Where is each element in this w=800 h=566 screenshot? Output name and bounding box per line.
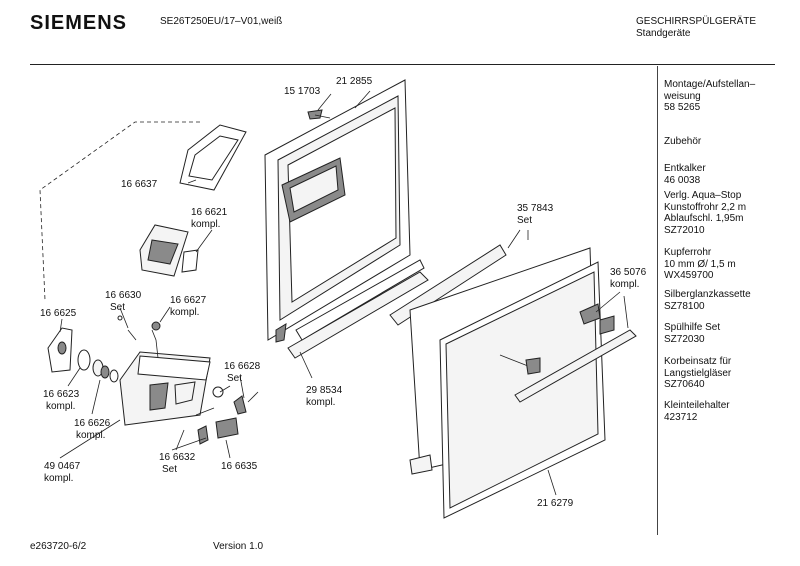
accessory-line: 58 5265 (664, 102, 701, 113)
part-label-212855: 21 2855 (336, 76, 373, 87)
bottom-seal-strip-part (275, 259, 429, 359)
spring-set-part (117, 315, 259, 445)
accessory-line: Kleinteilehalter (664, 400, 730, 411)
accessory-line: weisung (664, 90, 701, 102)
part-label-166635: 16 6635 (221, 461, 258, 472)
accessory-line: Kunstoffrohr 2,2 m (664, 201, 747, 213)
accessory-line: Ablaufschl. 1,95m (664, 213, 744, 224)
accessory-line: Entkalker (664, 163, 706, 174)
part-label-166627-kompl: kompl. (170, 307, 199, 318)
accessory-entry-heading: Zubehör (664, 136, 794, 148)
part-label-151703: 15 1703 (284, 86, 321, 97)
accessory-entry-rinse-aid: Spülhilfe Set SZ72030 (664, 322, 794, 345)
part-label-166630: 16 6630 (105, 290, 142, 301)
part-label-166626: 16 6626 (74, 418, 111, 429)
accessory-line: Montage/Aufstellan– (664, 79, 756, 90)
part-label-166623-kompl: kompl. (46, 401, 75, 412)
accessory-entry-copper-pipe: Kupferrohr 10 mm Ø/ 1,5 m WX459700 (664, 247, 794, 282)
accessory-line: Kupferrohr (664, 247, 712, 258)
outer-door-part (439, 261, 606, 519)
document-code: e263720-6/2 (30, 541, 87, 552)
accessory-line: Zubehör (664, 136, 702, 147)
door-handle-part (499, 303, 637, 403)
accessory-line: 46 0038 (664, 174, 701, 186)
accessory-entry-aquastop: Verlg. Aqua–Stop Kunstoffrohr 2,2 m Abla… (664, 190, 794, 236)
part-label-166623: 16 6623 (43, 389, 80, 400)
accessory-entry-descaler: Entkalker 46 0038 (664, 163, 794, 186)
accessory-line: Langstielgläser (664, 367, 732, 379)
part-label-166632: 16 6632 (159, 452, 196, 463)
accessory-line: SZ78100 (664, 300, 705, 312)
leader-lines (59, 90, 629, 496)
part-label-166628-set: Set (227, 373, 242, 384)
gasket-frame-part (179, 124, 247, 191)
accessory-line: SZ72030 (664, 333, 705, 345)
part-label-357843: 35 7843 (517, 203, 554, 214)
accessory-line: Korbeinsatz für (664, 356, 732, 367)
accessory-entry-manual: Montage/Aufstellan– weisung 58 5265 (664, 79, 794, 114)
part-label-166621: 16 6621 (191, 207, 228, 218)
category-subtitle: Standgeräte (636, 28, 691, 39)
accessory-line: 423712 (664, 411, 698, 423)
part-label-166621-kompl: kompl. (191, 219, 220, 230)
part-label-166625: 16 6625 (40, 308, 77, 319)
part-label-298534-kompl: kompl. (306, 397, 335, 408)
accessory-line: Verlg. Aqua–Stop (664, 190, 742, 201)
seal-ring-part (77, 349, 119, 383)
part-label-166627: 16 6627 (170, 295, 207, 306)
model-number: SE26T250EU/17–V01,weiß (160, 16, 283, 27)
brand-logo: SIEMENS (30, 12, 128, 34)
accessory-line: SZ72010 (664, 224, 705, 236)
accessory-entry-silver-cassette: Silberglanzkassette SZ78100 (664, 289, 794, 312)
inner-door-panel-part (264, 79, 411, 341)
part-label-298534: 29 8534 (306, 385, 343, 396)
part-label-166628: 16 6628 (224, 361, 261, 372)
category-title: GESCHIRRSPÜLGERÄTE (636, 16, 757, 27)
part-labels: 15 1703 21 2855 16 6637 16 6621 kompl. 1… (40, 76, 647, 509)
part-label-216279: 21 6279 (537, 498, 574, 509)
part-label-490467-kompl: kompl. (44, 473, 73, 484)
document-version: Version 1.0 (213, 541, 264, 552)
part-label-166637: 16 6637 (121, 179, 158, 190)
dispenser-group-outline (39, 121, 200, 301)
part-label-357843-set: Set (517, 215, 532, 226)
sidebar-divider (657, 66, 658, 535)
accessory-line: SZ70640 (664, 379, 705, 390)
part-label-166626-kompl: kompl. (76, 430, 105, 441)
dispenser-assembly-part (119, 351, 211, 426)
accessory-entry-glass-basket: Korbeinsatz für Langstielgläser SZ70640 (664, 356, 794, 391)
accessory-line: WX459700 (664, 270, 714, 281)
accessory-line: 10 mm Ø/ 1,5 m (664, 258, 736, 270)
header-rule (30, 64, 775, 65)
accessory-line: Silberglanzkassette (664, 289, 751, 300)
screw-part (307, 109, 331, 120)
accessory-line: Spülhilfe Set (664, 322, 721, 333)
part-label-166632-set: Set (162, 464, 177, 475)
indicator-window-part (47, 327, 73, 373)
accessory-entry-small-parts-holder: Kleinteilehalter 423712 (664, 400, 794, 423)
part-label-490467: 49 0467 (44, 461, 81, 472)
dispenser-cover-part (139, 224, 199, 277)
part-label-365076-kompl: kompl. (610, 279, 639, 290)
part-label-166630-set: Set (110, 302, 125, 313)
part-label-365076: 36 5076 (610, 267, 647, 278)
